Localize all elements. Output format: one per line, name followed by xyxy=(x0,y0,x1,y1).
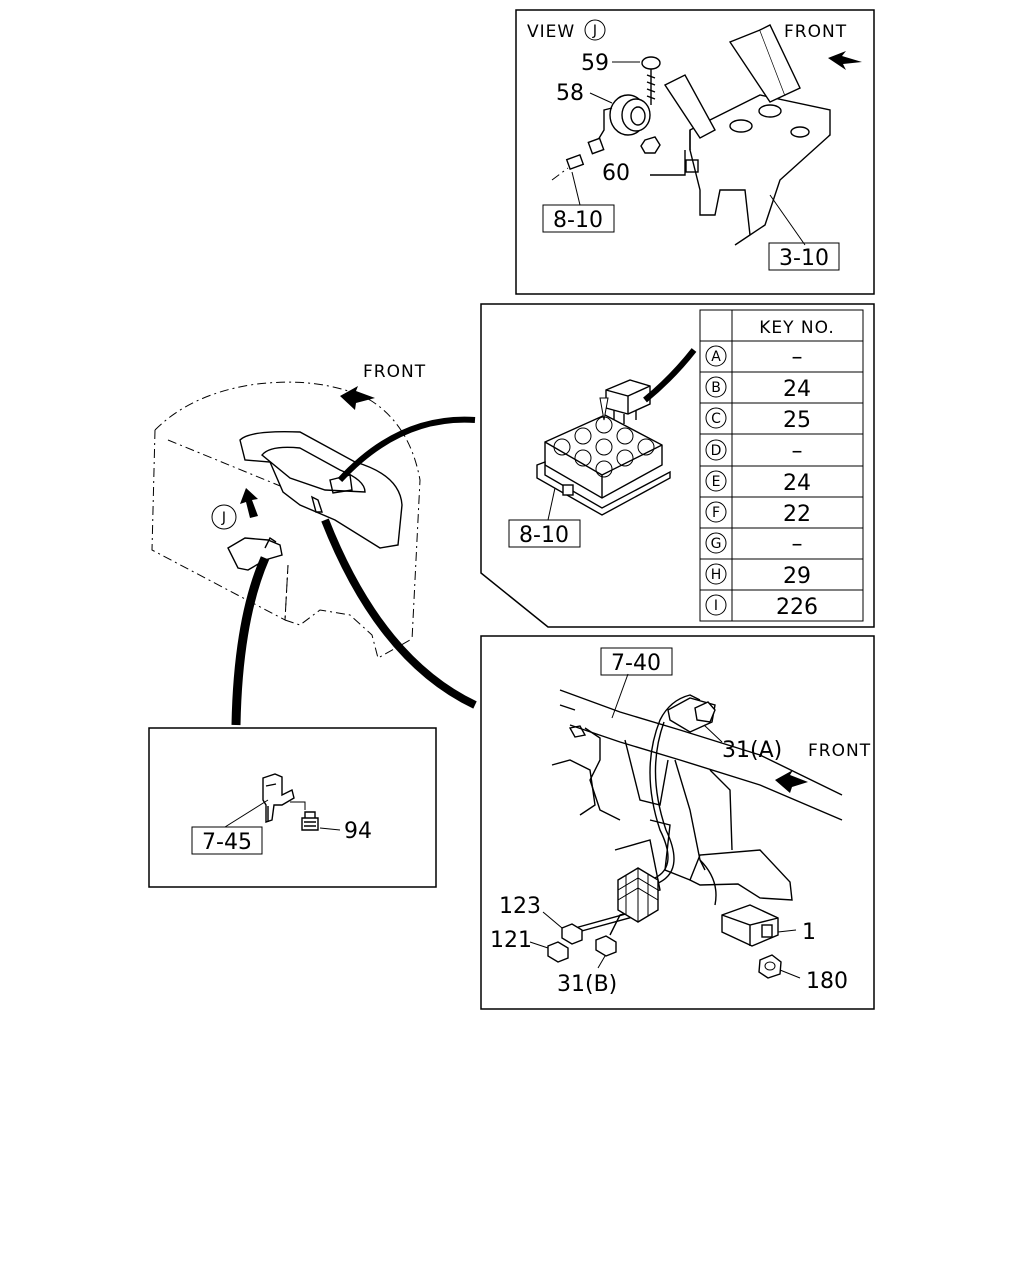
callout-59: 59 xyxy=(581,51,609,76)
connector-123 xyxy=(561,923,583,945)
view-label: VIEW xyxy=(527,22,575,42)
view-j-letter: J xyxy=(592,23,597,39)
ref-7-45: 7-45 xyxy=(202,830,252,855)
leader-to-harness xyxy=(321,518,477,709)
key-row-a-letter: A xyxy=(711,349,721,365)
bolt-94 xyxy=(301,811,319,831)
ref-8-10-mid: 8-10 xyxy=(519,523,569,548)
view-j-circle xyxy=(584,19,606,41)
key-table: KEY NO. A – B 24 C 25 D – E 24 F 22 G – … xyxy=(699,309,864,622)
key-row-e-letter: E xyxy=(712,474,721,490)
connector-121 xyxy=(547,941,569,963)
ref-7-40: 7-40 xyxy=(611,651,661,676)
relay-block-8-10 xyxy=(536,397,671,516)
key-row-f-value: 22 xyxy=(783,502,811,527)
callout-123: 123 xyxy=(499,894,541,919)
key-row-d-letter: D xyxy=(711,443,722,459)
front-arrow-cab xyxy=(340,386,375,410)
sensor-31a xyxy=(667,697,716,733)
j-view-arrow xyxy=(240,488,258,518)
clip-panel: 94 7-45 xyxy=(148,727,437,888)
relay xyxy=(605,348,697,424)
key-row-c-letter: C xyxy=(711,411,721,427)
fuse-block xyxy=(617,867,659,923)
view-j-panel: VIEW J FRONT 59 xyxy=(515,9,875,295)
ref-8-10-top-box xyxy=(542,204,615,233)
ref-7-45-box xyxy=(191,826,263,855)
key-row-h-letter: H xyxy=(711,567,722,583)
ref-8-10-top: 8-10 xyxy=(553,208,603,233)
ref-3-10-box xyxy=(768,242,840,271)
front-label-bottom: FRONT xyxy=(808,741,871,761)
callout-1: 1 xyxy=(802,920,816,945)
callout-31b: 31(B) xyxy=(557,972,617,997)
key-row-a-value: – xyxy=(792,345,803,370)
key-row-g-value: – xyxy=(792,532,803,557)
key-row-f-letter: F xyxy=(712,505,720,521)
callout-58: 58 xyxy=(556,81,584,106)
key-row-b-value: 24 xyxy=(783,377,811,402)
clip-7-45 xyxy=(262,773,295,823)
callout-94: 94 xyxy=(344,819,372,844)
front-label-top: FRONT xyxy=(784,22,847,42)
callout-60: 60 xyxy=(602,161,630,186)
relay-panel-frame xyxy=(480,303,875,628)
cab-overview: J FRONT xyxy=(151,362,477,726)
front-arrow-bottom xyxy=(775,770,808,793)
nut-180 xyxy=(758,954,782,979)
key-row-b-letter: B xyxy=(711,380,721,396)
key-row-c-value: 25 xyxy=(783,408,811,433)
key-row-h-value: 29 xyxy=(783,564,811,589)
relay-block-panel: 8-10 KEY NO. A – B 24 C 25 D – E 24 F 22 xyxy=(480,303,875,628)
callout-180: 180 xyxy=(806,969,848,994)
connector-31b xyxy=(595,935,617,957)
callout-121: 121 xyxy=(490,928,532,953)
leader-to-relay xyxy=(337,416,476,483)
callout-31a: 31(A) xyxy=(722,738,782,763)
key-table-header: KEY NO. xyxy=(759,318,835,338)
screw-59 xyxy=(641,56,661,105)
key-row-e-value: 24 xyxy=(783,471,811,496)
leader-to-clip xyxy=(231,556,270,726)
connector-top xyxy=(551,154,585,181)
front-arrow-top xyxy=(828,51,862,70)
ref-3-10: 3-10 xyxy=(779,246,829,271)
key-row-d-value: – xyxy=(792,439,803,464)
ref-8-10-mid-box xyxy=(508,519,581,548)
key-row-i-value: 226 xyxy=(776,595,818,620)
nut-60 xyxy=(640,136,661,154)
view-j-frame xyxy=(515,9,875,295)
harness-panel: FRONT xyxy=(480,635,875,1010)
j-marker-letter: J xyxy=(221,510,226,526)
ref-7-40-box xyxy=(600,647,673,676)
key-row-g-letter: G xyxy=(711,536,722,552)
clip-panel-frame xyxy=(148,727,437,888)
unit-1 xyxy=(721,904,779,947)
motor-58 xyxy=(587,94,651,155)
key-row-i-letter: I xyxy=(714,598,718,614)
frame-members xyxy=(551,689,843,901)
front-label-cab: FRONT xyxy=(363,362,426,382)
harness-panel-frame xyxy=(480,635,875,1010)
mounting-bracket xyxy=(650,24,831,246)
j-marker-circle xyxy=(211,504,237,530)
